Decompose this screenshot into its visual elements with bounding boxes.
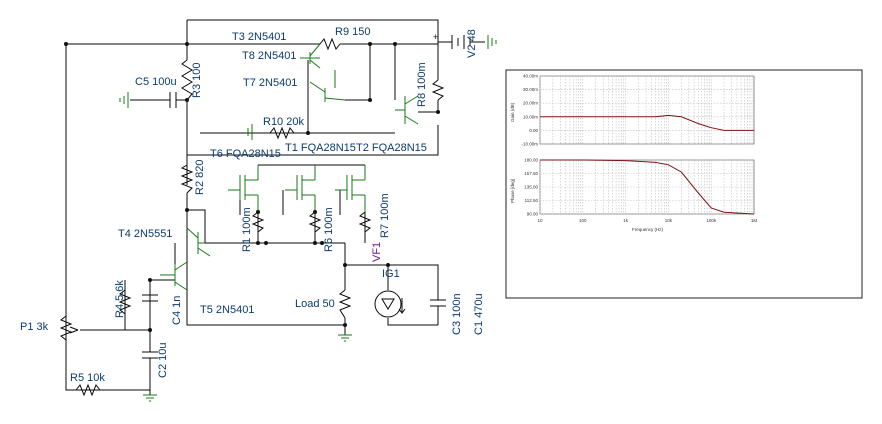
label-P1: P1 3k — [20, 321, 49, 333]
x-tick-label: 100k — [706, 218, 717, 223]
x-tick-label: 1M — [751, 218, 758, 223]
label-C3: C3 100n — [451, 293, 463, 335]
label-VF1: VF1 — [371, 242, 383, 262]
capacitors — [119, 92, 446, 372]
R3-symbol — [181, 59, 193, 101]
gain-tick-label: 10.00m — [523, 114, 538, 119]
label-T3: T3 2N5401 — [232, 31, 286, 43]
label-T7: T7 2N5401 — [243, 77, 297, 89]
label-C5: C5 100u — [135, 76, 177, 88]
R9-symbol — [319, 37, 341, 51]
bode-plot-window: 40.00m 30.00m 20.00m 10.00m 0.00 -10.00m Gain… — [505, 69, 863, 299]
label-C4: C4 1n — [171, 296, 183, 325]
gain-tick-label: 40.00m — [523, 74, 538, 79]
C5-symbol — [130, 92, 187, 108]
phase-curve — [540, 159, 755, 215]
R8-symbol — [431, 79, 445, 101]
battery-V2: + — [433, 32, 497, 49]
label-T6: T6 FQA28N15 — [210, 148, 281, 160]
label-T1: T1 FQA28N15 — [285, 142, 356, 154]
svg-text:+: + — [433, 32, 438, 42]
label-R7: R7 100m — [379, 193, 391, 238]
label-R2: R2 820 — [194, 160, 206, 195]
label-C2: C2 10u — [157, 343, 169, 378]
C3-symbol — [430, 299, 446, 325]
current-generator-IG1 — [374, 290, 406, 318]
C4-symbol — [142, 280, 158, 330]
transistors — [160, 43, 419, 291]
label-R6: R6 100m — [323, 207, 335, 252]
schematic-wires — [65, 19, 439, 395]
bode-xlabel: Frequency (Hz) — [632, 227, 664, 232]
R7-symbol — [358, 211, 372, 233]
gain-plot: 40.00m 30.00m 20.00m 10.00m 0.00 -10.00m Gain… — [510, 74, 755, 147]
x-tick-label: 100 — [579, 218, 587, 223]
gain-tick-label: -10.00m — [521, 142, 538, 147]
label-R1: R1 100m — [241, 207, 253, 252]
label-R5: R5 10k — [70, 372, 105, 384]
ground-symbols — [143, 124, 352, 402]
phase-tick-label: 180.00 — [524, 158, 538, 163]
gain-tick-label: 20.00m — [523, 101, 538, 106]
label-C1: C1 470u — [473, 293, 485, 335]
component-labels: T3 2N5401 R9 150 T8 2N5401 T7 2N5401 C5 … — [20, 26, 485, 384]
R10-symbol — [269, 126, 295, 140]
label-V2: V2 48 — [466, 29, 478, 58]
label-T8: T8 2N5401 — [242, 50, 296, 62]
label-T4: T4 2N5551 — [118, 228, 172, 240]
resistors — [59, 37, 445, 397]
label-T5: T5 2N5401 — [200, 304, 254, 316]
R5-symbol — [75, 383, 101, 397]
phase-ylabel: Phase [deg] — [510, 179, 515, 203]
R1-symbol — [251, 211, 265, 233]
label-R8: R8 100m — [416, 62, 428, 107]
x-tick-label: 10k — [665, 218, 673, 223]
R6-symbol — [308, 211, 322, 233]
phase-tick-label: 90.00 — [527, 212, 539, 217]
R4-symbol — [118, 289, 132, 315]
phase-plot: 180.00 157.50 135.00 112.50 90.00 Phase [deg… — [510, 158, 755, 217]
R2-symbol — [180, 164, 194, 194]
label-R10: R10 20k — [263, 116, 304, 128]
P1-symbol — [59, 315, 73, 341]
label-R9: R9 150 — [335, 26, 370, 38]
phase-tick-label: 135.00 — [524, 185, 538, 190]
label-R4: R4 5.6k — [114, 280, 126, 318]
C2-symbol — [142, 345, 158, 372]
gain-tick-label: 0.00 — [529, 128, 538, 133]
junction-dots — [64, 42, 440, 332]
label-R3: R3 100 — [191, 63, 203, 98]
gain-curve — [540, 114, 754, 131]
phase-tick-label: 112.50 — [525, 198, 539, 203]
gain-tick-label: 30.00m — [523, 87, 538, 92]
Load-symbol — [338, 289, 352, 319]
x-tick-label: 1k — [623, 218, 629, 223]
gain-ylabel: Gain (dB) — [510, 102, 515, 122]
label-Load: Load 50 — [295, 298, 335, 310]
label-IG1: IG1 — [382, 268, 400, 280]
x-tick-label: 10 — [537, 218, 543, 223]
phase-tick-label: 157.50 — [524, 171, 538, 176]
label-T2: T2 FQA28N15 — [356, 142, 427, 154]
